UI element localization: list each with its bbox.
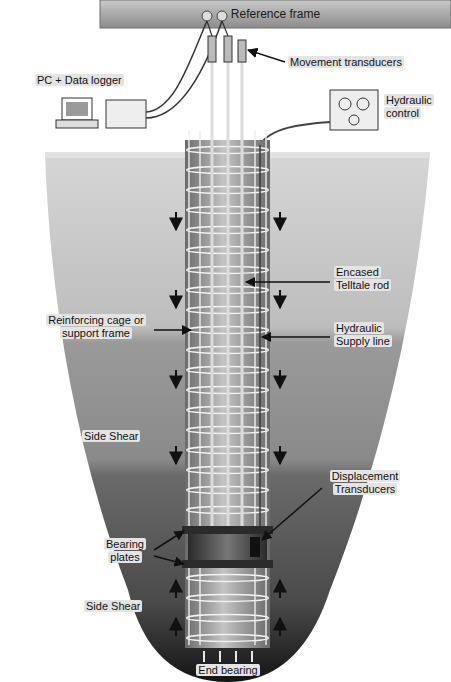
cage-ring	[187, 615, 269, 622]
bearing-plate	[182, 560, 273, 568]
label-text: Hydraulic Supply line	[334, 322, 392, 347]
cage-label: Reinforcing cage or support frame	[40, 314, 152, 339]
label-text: End bearing	[196, 664, 259, 676]
telltale-label: Encased Telltale rod	[334, 266, 404, 291]
hydraulic-control-label: Hydraulic control	[384, 94, 446, 119]
end-bearing-arrows	[204, 651, 252, 662]
label-text: Encased Telltale rod	[334, 266, 391, 291]
displacement-transducer	[250, 537, 260, 557]
displacement-label: Displacement Transducers	[320, 470, 410, 495]
cage-ring	[187, 635, 269, 642]
hydraulic-control-box	[330, 90, 378, 130]
label-text: Hydraulic control	[384, 94, 434, 119]
supply-line-label: Hydraulic Supply line	[334, 322, 402, 347]
label-text: Side Shear	[82, 430, 140, 442]
reference-beam	[100, 0, 451, 28]
label-text: PC + Data logger	[35, 74, 124, 86]
label-text: Side Shear	[84, 600, 142, 612]
bearing-plate	[182, 526, 273, 534]
bearing-plates-label: Bearing plates	[98, 538, 152, 563]
pc-label: PC + Data logger	[35, 74, 155, 87]
side-shear-label: Side Shear	[82, 430, 162, 443]
data-logger	[106, 100, 146, 128]
transducer-label: Movement transducers	[288, 56, 418, 69]
label-text: Reinforcing cage or support frame	[46, 314, 145, 339]
telltale-rods	[212, 60, 242, 526]
side-shear-arrows	[176, 212, 280, 636]
movement-transducers	[208, 36, 246, 62]
reference-frame: Reference frame	[100, 0, 451, 28]
frame-label: Reference frame	[231, 7, 320, 21]
hydraulic-line	[259, 145, 261, 530]
side-shear-label: Side Shear	[84, 600, 164, 613]
load-cell	[188, 534, 267, 560]
end-bearing-label: End bearing	[180, 664, 276, 677]
cage-ring	[187, 595, 269, 602]
cage-ring	[187, 575, 269, 582]
leader-arrows	[154, 50, 330, 564]
label-text: Movement transducers	[288, 56, 404, 68]
label-text: Displacement Transducers	[330, 470, 401, 495]
label-text: Bearing plates	[104, 538, 146, 563]
pc-monitor	[62, 98, 92, 120]
